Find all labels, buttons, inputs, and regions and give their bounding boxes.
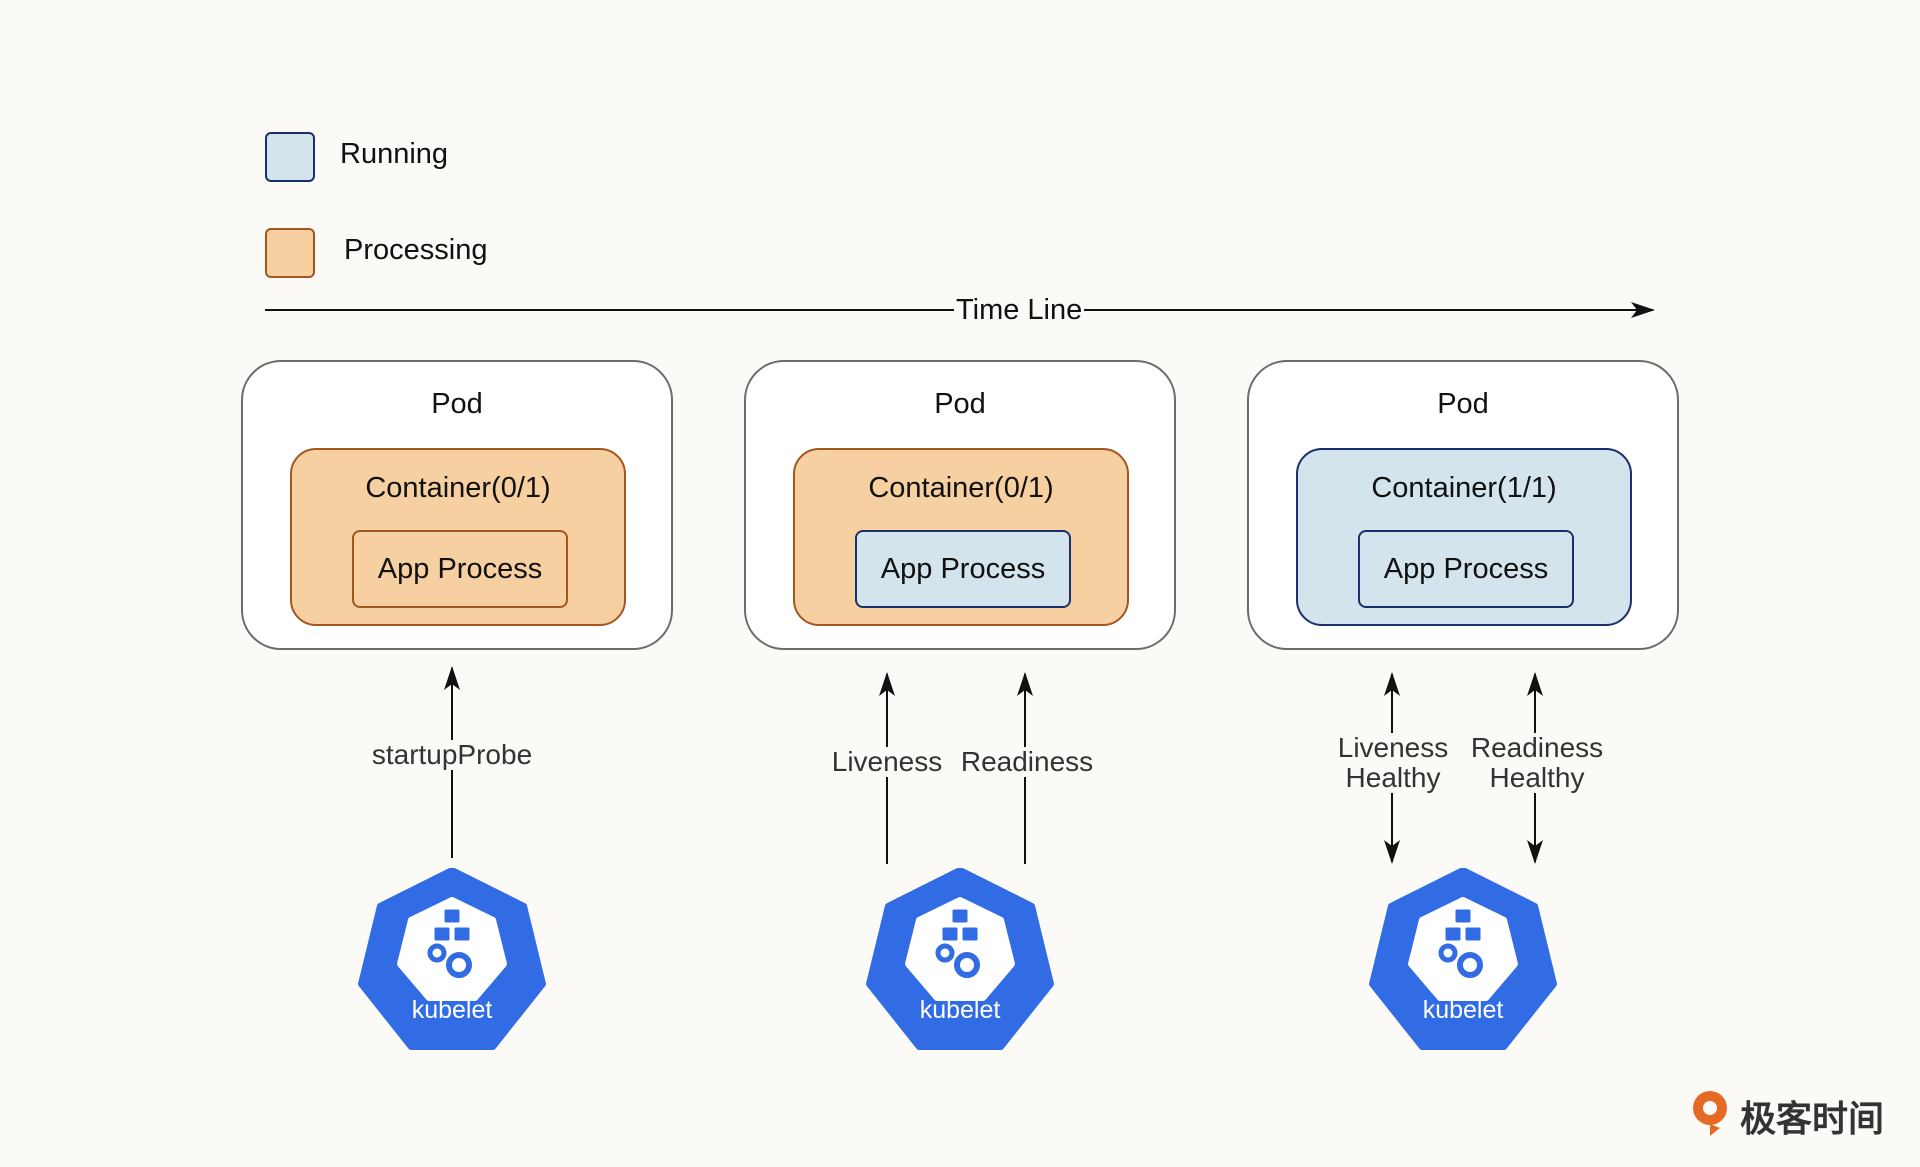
container-1: Container(0/1) App Process — [290, 448, 626, 626]
readiness-label-pod3-line1: Readiness — [1470, 732, 1604, 763]
app-process-2: App Process — [855, 530, 1071, 608]
kubelet-icon-3: kubelet — [1369, 868, 1557, 1050]
container-label: Container(0/1) — [868, 472, 1054, 504]
legend-running-label: Running — [340, 138, 449, 170]
timeline-label: Time Line — [954, 294, 1085, 327]
liveness-label-pod2: Liveness — [829, 746, 945, 777]
container-label: Container(1/1) — [1371, 472, 1557, 504]
pod-3: Pod Container(1/1) App Process — [1247, 360, 1679, 650]
legend-running-swatch — [265, 132, 315, 182]
kubelet-label: kubelet — [920, 996, 1001, 1024]
pod-2: Pod Container(0/1) App Process — [744, 360, 1176, 650]
container-3: Container(1/1) App Process — [1296, 448, 1632, 626]
brand-logo-icon — [1693, 1091, 1727, 1136]
pod-title: Pod — [1437, 388, 1489, 420]
pod-1: Pod Container(0/1) App Process — [241, 360, 673, 650]
kubelet-icon-1: kubelet — [358, 868, 546, 1050]
liveness-label-pod3-line1: Liveness — [1337, 732, 1449, 763]
legend-processing-label: Processing — [344, 234, 488, 266]
readiness-label-pod3-line2: Healthy — [1489, 762, 1585, 793]
kubelet-icon-2: kubelet — [866, 868, 1054, 1050]
kubelet-label: kubelet — [1423, 996, 1504, 1024]
app-process-1: App Process — [352, 530, 568, 608]
readiness-label-pod3: Readiness Healthy — [1468, 732, 1606, 793]
container-label: Container(0/1) — [365, 472, 551, 504]
app-process-3: App Process — [1358, 530, 1574, 608]
startup-probe-label: startupProbe — [369, 739, 535, 770]
kubelet-label: kubelet — [412, 996, 493, 1024]
container-2: Container(0/1) App Process — [793, 448, 1129, 626]
readiness-label-pod2: Readiness — [958, 746, 1096, 777]
pod-title: Pod — [431, 388, 483, 420]
legend-processing-swatch — [265, 228, 315, 278]
liveness-label-pod3-line2: Healthy — [1345, 762, 1441, 793]
pod-title: Pod — [934, 388, 986, 420]
liveness-label-pod3: Liveness Healthy — [1335, 732, 1451, 793]
brand-wordmark: 极客时间 — [1740, 1098, 1885, 1139]
